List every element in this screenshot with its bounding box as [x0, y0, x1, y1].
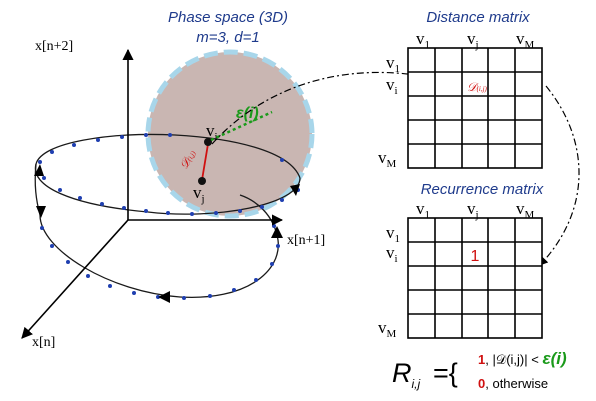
rm-row-v1: v1 [386, 223, 400, 245]
dm-col-v1: v1 [416, 29, 430, 51]
formula-lhs: Ri,j [392, 358, 421, 391]
axis-left-down [21, 219, 129, 339]
dm-row-vM: vM [378, 148, 397, 170]
recurrence-formula: Ri,j ={ 1, |𝒟(i,j)| < ε(i) 0, otherwise [392, 349, 567, 391]
neighborhood-sphere [145, 49, 315, 219]
recurrence-matrix-grid [407, 217, 543, 339]
rm-col-vj: vj [467, 199, 479, 221]
formula-case1: 1, |𝒟(i,j)| < ε(i) [478, 349, 567, 368]
trajectory-arrow-5 [271, 226, 283, 238]
dm-col-vj: vj [467, 29, 479, 51]
epsilon-label: ε(i) [236, 105, 259, 122]
dm-cell-distance: 𝒟(i,j) [467, 80, 488, 94]
rm-col-v1: v1 [416, 199, 430, 221]
label-vj: vj [193, 183, 205, 205]
formula-eq: ={ [433, 358, 458, 388]
formula-case2: 0, otherwise [478, 376, 548, 391]
distance-label-phase: 𝒟(i,j) [176, 147, 198, 172]
distance-line [201, 143, 209, 181]
distance-matrix-grid [407, 47, 543, 169]
rm-cell-one: 1 [471, 248, 480, 265]
trajectory-arrow-3 [36, 206, 46, 218]
dm-row-vi: vi [386, 75, 398, 97]
point-vi [204, 138, 212, 146]
rm-row-vi: vi [386, 243, 398, 265]
rm-row-vM: vM [378, 318, 397, 340]
point-vj [198, 177, 206, 185]
trajectory-arrow-1 [290, 184, 300, 196]
axis-label-xn2: x[n+2] [35, 39, 73, 54]
phase-space-title: Phase space (3D) [168, 9, 288, 26]
epsilon-radius [210, 110, 273, 142]
connector-to-recurrence [539, 85, 580, 266]
axis-label-xn: x[n] [32, 335, 55, 350]
trajectory-arrow-4 [158, 291, 170, 303]
dm-col-vM: vM [516, 29, 535, 51]
trajectory-arrow-2 [34, 164, 44, 176]
trajectory-lower [39, 194, 279, 299]
recurrence-matrix-title: Recurrence matrix [421, 181, 544, 198]
rm-col-vM: vM [516, 199, 535, 221]
distance-matrix-title: Distance matrix [426, 9, 530, 26]
label-vi: vi [206, 121, 218, 143]
phase-space-params: m=3, d=1 [196, 29, 259, 46]
dm-row-v1: v1 [386, 53, 400, 75]
axis-label-xn1: x[n+1] [287, 233, 325, 248]
